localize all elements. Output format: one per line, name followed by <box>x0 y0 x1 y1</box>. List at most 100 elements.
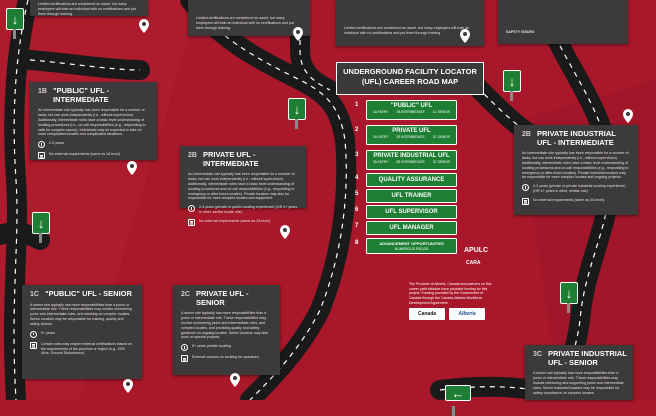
card-3c: 3C PRIVATE INDUSTRIAL UFL - SENIOR A seni… <box>525 345 633 400</box>
card-2b-industrial-req: No external requirements (same as 3A lev… <box>533 197 605 202</box>
top-card-2: Limited certifications are considered an… <box>188 0 310 36</box>
down-arrow-sign-icon: ↓ <box>503 70 521 101</box>
card-2b: 2B PRIVATE UFL - INTERMEDIATE An intermed… <box>180 146 306 226</box>
card-2c-years: 5+ years private locating <box>192 344 232 349</box>
document-icon <box>188 218 195 226</box>
level-3: 3 PRIVATE INDUSTRIAL UFL 3A ENTRY 3B INTE… <box>355 150 457 170</box>
document-icon <box>30 341 37 349</box>
card-2b-code: 2B <box>188 152 197 159</box>
left-arrow-sign-icon: ← <box>445 385 471 416</box>
card-3c-desc: A senior role typically has more respons… <box>533 371 624 395</box>
card-2b-desc: An intermediate role typically has been … <box>188 172 295 201</box>
card-1c-req: Certain roles may require external certi… <box>41 341 132 356</box>
poster-title-line2: (UFL) CAREER ROAD MAP <box>361 77 459 87</box>
level-8-sub: NUMEROUS FIELDS <box>394 247 429 251</box>
level-6: 6 UFL SUPERVISOR <box>355 205 457 219</box>
level-2-sub-b: 2B INTERMEDIATE <box>396 134 425 139</box>
clock-icon <box>181 344 188 352</box>
map-pin-icon <box>280 225 290 239</box>
down-arrow-sign-icon: ↓ <box>560 282 578 313</box>
card-2b-industrial-desc: An intermediate role typically has been … <box>522 151 629 180</box>
clock-icon <box>38 141 45 149</box>
level-3-sub-a: 3A ENTRY <box>373 159 389 164</box>
card-2c-title: PRIVATE UFL - SENIOR <box>195 289 249 307</box>
card-2b-req: No external requirements (same as 2A lev… <box>199 218 271 223</box>
map-pin-icon <box>123 379 133 393</box>
level-4-label: QUALITY ASSURANCE <box>378 176 445 183</box>
map-pin-icon <box>460 29 470 43</box>
clock-icon <box>522 184 529 192</box>
top-card-4: SAFETY ISSUES <box>498 0 628 44</box>
level-1-label: "PUBLIC" UFL <box>390 102 433 109</box>
level-1-sub-b: 1B INTERMEDIATE <box>396 109 425 114</box>
card-2c: 2C PRIVATE UFL - SENIOR A senior role typ… <box>173 285 280 375</box>
alberta-logo: Alberta <box>449 308 485 320</box>
down-arrow-sign-icon: ↓ <box>288 98 306 129</box>
card-1b-desc: An intermediate role typically has been … <box>38 108 146 137</box>
card-3c-title: PRIVATE INDUSTRIAL UFL - SENIOR <box>547 349 627 367</box>
level-1-sub-a: 1A ENTRY <box>373 109 389 114</box>
level-7: 7 UFL MANAGER <box>355 221 457 235</box>
card-1b: 1B"PUBLIC" UFL - INTERMEDIATE An interme… <box>30 82 157 160</box>
clock-icon <box>188 205 195 213</box>
apulc-logo: APULC <box>464 247 489 254</box>
cara-logo: CARA <box>466 260 481 266</box>
map-pin-icon <box>623 109 633 123</box>
top-card-4-label: SAFETY ISSUES <box>506 30 535 34</box>
map-pin-icon <box>230 373 240 387</box>
level-1-number: 1 <box>355 102 359 108</box>
level-2: 2 PRIVATE UFL 2A ENTRY 2B INTERMEDIATE 2C … <box>355 125 457 145</box>
top-card-3-desc: Limited certifications are considered an… <box>344 26 470 35</box>
card-2c-req: External courses on locating for operato… <box>192 355 260 360</box>
level-6-label: UFL SUPERVISOR <box>385 208 438 215</box>
card-2b-years: 2-3 years (private or public locating ex… <box>199 205 298 214</box>
top-card-2-desc: Limited certifications are considered an… <box>196 16 294 30</box>
card-2b-industrial-years: 2-3 years (private or private industrial… <box>533 184 626 193</box>
card-2b-industrial-code: 2B <box>522 131 531 138</box>
level-4: 4 QUALITY ASSURANCE <box>355 173 457 187</box>
top-card-3: Limited certifications are considered an… <box>336 0 484 46</box>
card-1c-desc: A senior role typically has more respons… <box>30 302 132 326</box>
down-arrow-sign-icon: ↓ <box>6 8 24 39</box>
level-5: 5 UFL TRAINER <box>355 189 457 203</box>
card-1b-years: 2-3 years <box>49 141 64 146</box>
document-icon <box>38 152 45 160</box>
map-pin-icon <box>139 19 149 33</box>
map-pin-icon <box>127 161 137 175</box>
level-5-label: UFL TRAINER <box>391 192 432 199</box>
card-1b-title: "PUBLIC" UFL - INTERMEDIATE <box>52 86 110 104</box>
level-4-number: 4 <box>355 175 359 181</box>
top-card-1: Limited certifications are considered an… <box>30 0 148 16</box>
top-card-1-desc: Limited certifications are considered an… <box>38 2 136 16</box>
level-2-number: 2 <box>355 127 359 133</box>
document-icon <box>181 355 188 363</box>
poster-title: UNDERGROUND FACILITY LOCATOR (UFL) CAREE… <box>336 62 484 95</box>
poster-title-line1: UNDERGROUND FACILITY LOCATOR <box>343 67 477 76</box>
card-1c-years: 5+ years <box>41 330 55 335</box>
level-8-number: 8 <box>355 240 359 246</box>
level-3-number: 3 <box>355 152 359 158</box>
level-7-label: UFL MANAGER <box>389 224 434 231</box>
level-3-label: PRIVATE INDUSTRIAL UFL <box>373 152 450 159</box>
funding-info-text: The Province of Alberta, Canada and part… <box>409 282 492 305</box>
level-2-sub-c: 2C SENIOR <box>432 134 450 139</box>
level-8: 8 ADVANCEMENT OPPORTUNITIES NUMEROUS FIE… <box>355 238 457 254</box>
card-1c-title: "PUBLIC" UFL - SENIOR <box>44 289 132 298</box>
card-2c-code: 2C <box>181 291 190 298</box>
level-2-label: PRIVATE UFL <box>392 127 431 134</box>
level-3-sub-b: 3B INTERMEDIATE <box>396 159 425 164</box>
card-1b-req: No external requirements (same as 1A lev… <box>49 152 121 157</box>
level-6-number: 6 <box>355 207 359 213</box>
level-2-sub-a: 2A ENTRY <box>373 134 389 139</box>
card-2b-title: PRIVATE UFL - INTERMEDIATE <box>202 150 259 168</box>
level-5-number: 5 <box>355 191 359 197</box>
card-2c-desc: A senior role typically has more respons… <box>181 311 269 340</box>
level-8-label: ADVANCEMENT OPPORTUNITIES <box>379 241 444 246</box>
down-arrow-sign-icon: ↓ <box>32 212 50 243</box>
canada-logo: Canada <box>409 308 445 320</box>
card-2b-industrial-title: PRIVATE INDUSTRIAL UFL - INTERMEDIATE <box>536 129 616 147</box>
clock-icon <box>30 330 37 338</box>
card-3c-code: 3C <box>533 351 542 358</box>
map-pin-icon <box>293 27 303 41</box>
